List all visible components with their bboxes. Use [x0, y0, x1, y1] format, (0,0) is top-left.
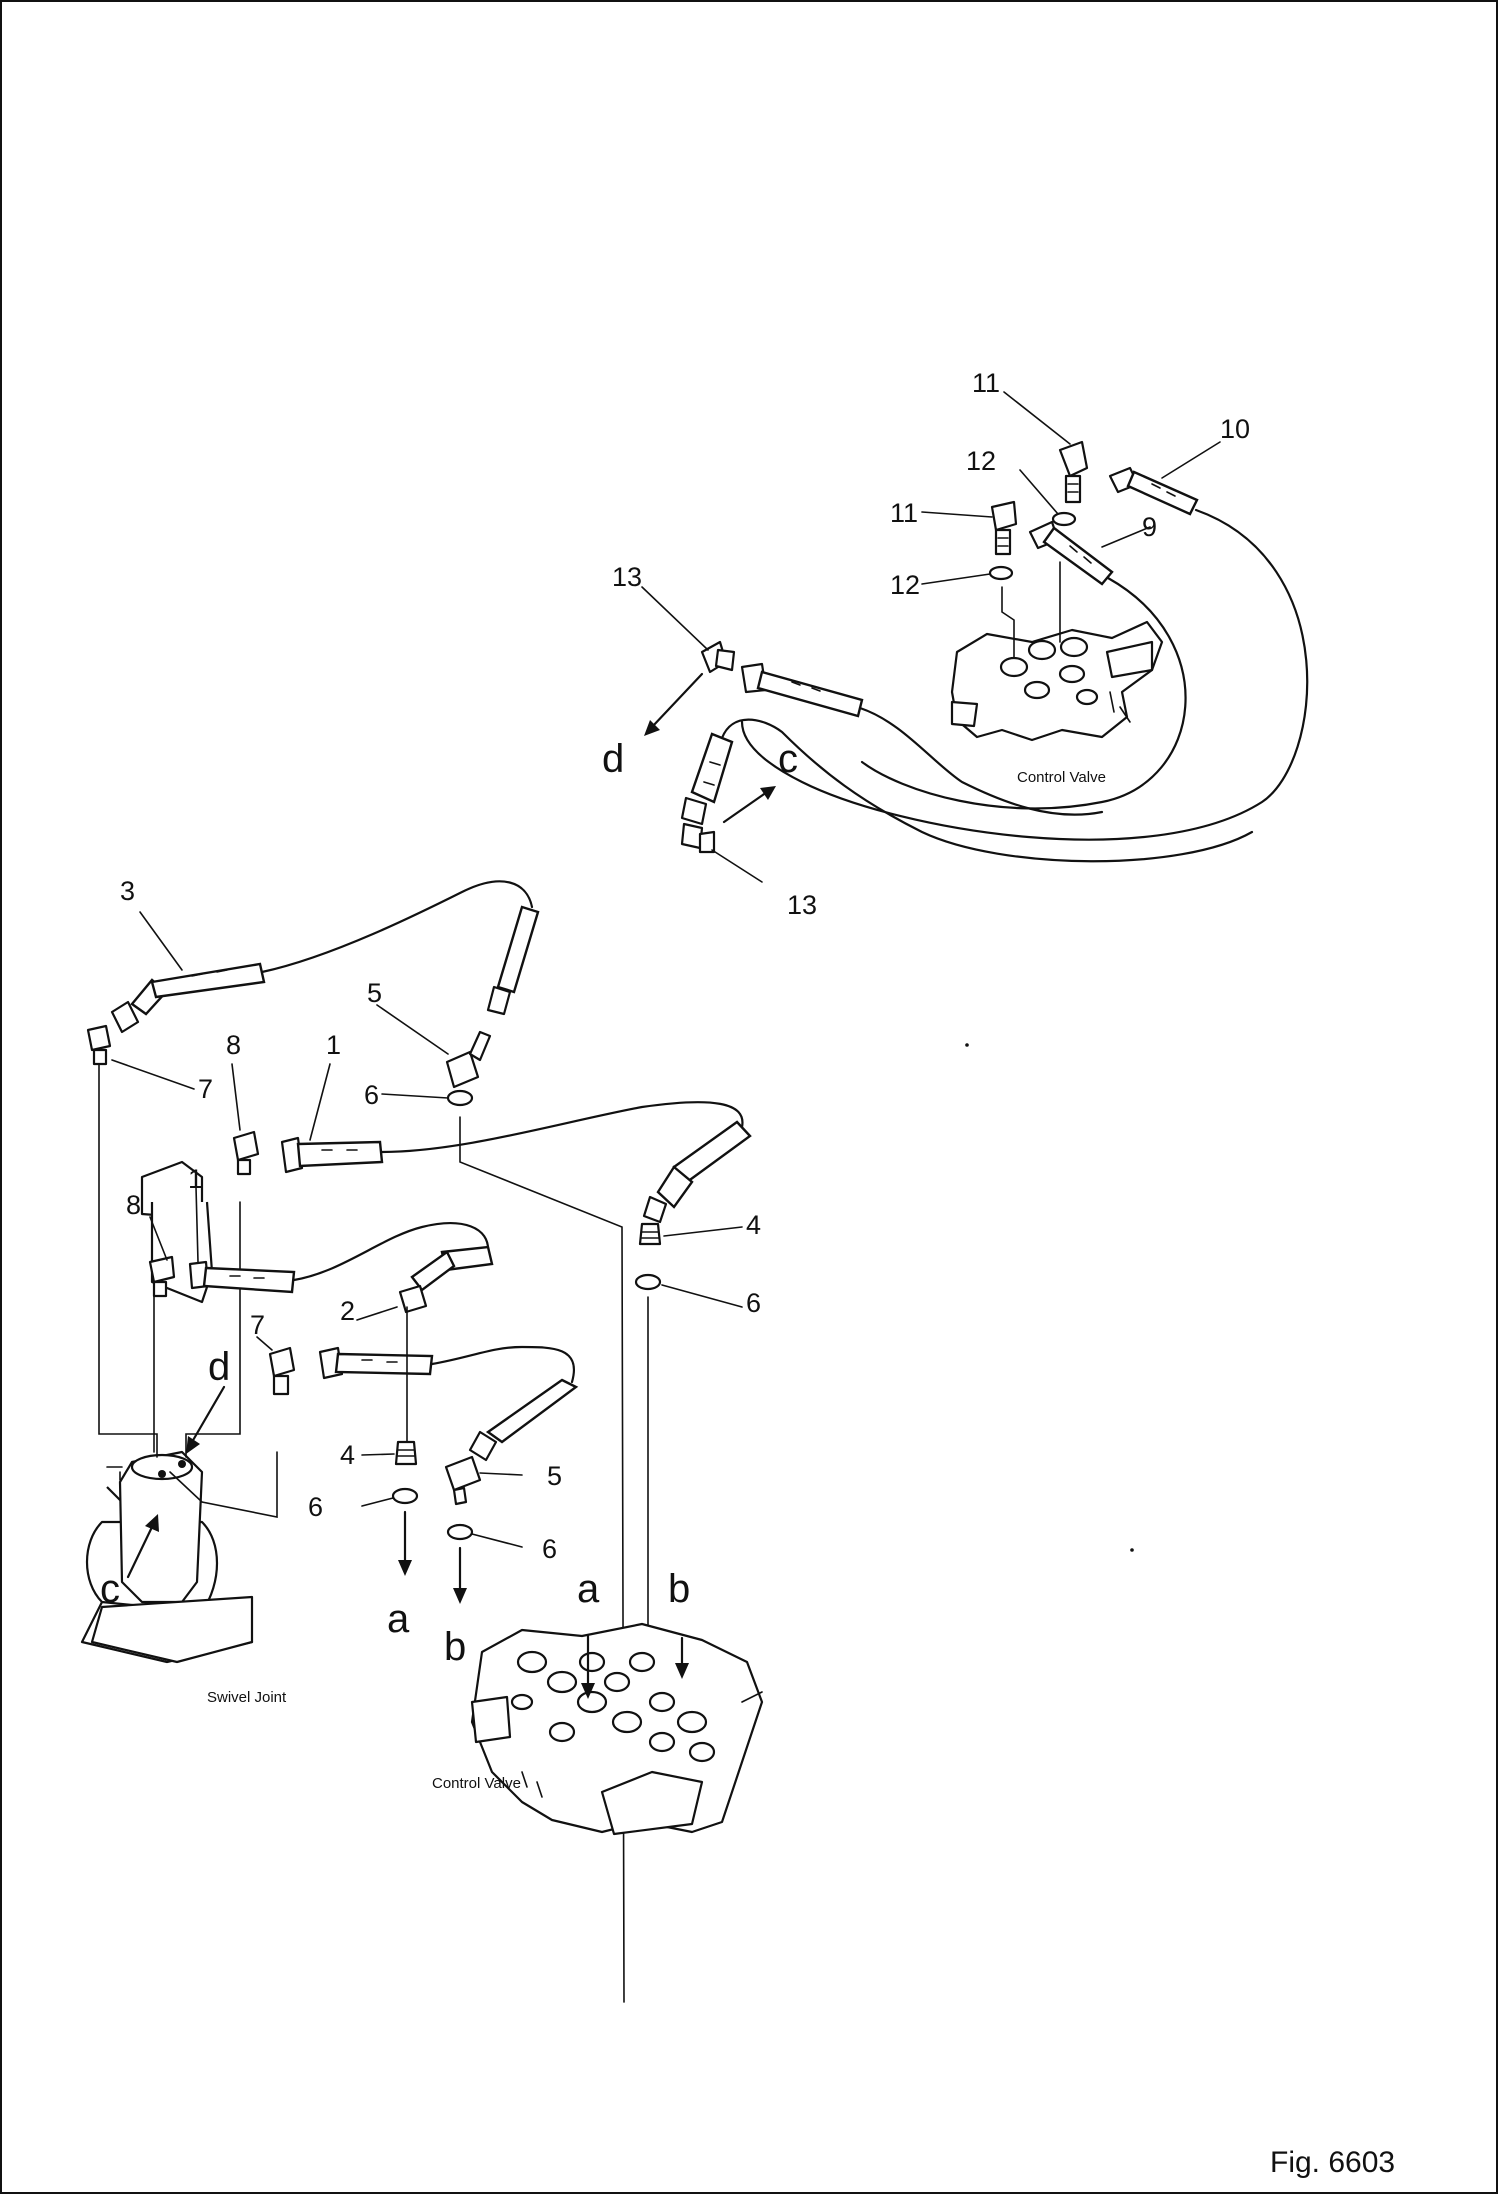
callout-1-lower: 1	[188, 1164, 203, 1194]
callout-7-upper: 7	[198, 1074, 213, 1104]
callout-6-left: 6	[308, 1492, 323, 1522]
callout-12-lower: 12	[890, 570, 920, 600]
callout-9: 9	[1142, 512, 1157, 542]
callout-8-lower: 8	[126, 1190, 141, 1220]
control-valve-upper	[950, 620, 1164, 742]
letter-b-lower: b	[444, 1625, 466, 1669]
callout-8-upper: 8	[226, 1030, 241, 1060]
callout-4-left: 4	[340, 1440, 355, 1470]
label-control-valve-top: Control Valve	[1017, 769, 1106, 786]
control-valve-lower	[470, 1622, 764, 1836]
part-13-elbow-upper	[700, 640, 736, 674]
part-12-oring-upper	[1051, 511, 1077, 527]
part-9-hose	[860, 520, 1187, 810]
letter-d-swivel: d	[208, 1345, 230, 1389]
part-10-hose	[740, 466, 1309, 841]
letter-c-upper: c	[778, 737, 798, 781]
callout-10: 10	[1220, 414, 1250, 444]
arrow-c-upper	[722, 790, 769, 824]
letter-b-valve: b	[668, 1567, 690, 1611]
part-6-oring-3	[391, 1487, 419, 1505]
part-13-elbow-lower	[680, 822, 716, 854]
part-1-hose-lower	[188, 1222, 490, 1294]
hose-c-line	[680, 718, 1254, 863]
part-6-oring-4	[446, 1523, 474, 1541]
part-7-elbow-lower	[268, 1346, 296, 1396]
callout-13-upper: 13	[612, 562, 642, 592]
arrow-d-upper	[650, 672, 704, 729]
part-12-oring-lower	[988, 565, 1014, 581]
callout-leaders	[111, 391, 1221, 1548]
part-4-fitting-left	[394, 1440, 418, 1466]
callout-1-upper: 1	[326, 1030, 341, 1060]
arrow-d-swivel	[190, 1385, 226, 1444]
part-4-fitting-right	[638, 1222, 662, 1246]
part-6-oring-1	[446, 1089, 474, 1107]
callout-11-lower: 11	[890, 498, 918, 528]
letter-a-lower: a	[387, 1597, 410, 1641]
callout-6-lower: 6	[542, 1534, 557, 1564]
part-11-elbow-lower	[990, 500, 1018, 556]
label-control-valve-bottom: Control Valve	[432, 1775, 521, 1792]
callout-7-lower: 7	[250, 1310, 265, 1340]
label-swivel-joint: Swivel Joint	[207, 1689, 287, 1706]
part-5-fitting-lower	[444, 1455, 482, 1506]
callout-5-lower: 5	[547, 1461, 562, 1491]
callout-5-upper: 5	[367, 978, 382, 1008]
callout-6-right: 6	[746, 1288, 761, 1318]
letter-a-valve: a	[577, 1567, 600, 1611]
part-3-hose	[110, 880, 540, 1034]
hose-d-line	[740, 662, 1104, 816]
callout-6-upper: 6	[364, 1080, 379, 1110]
callout-4-right: 4	[746, 1210, 761, 1240]
callout-12-upper: 12	[966, 446, 996, 476]
part-8-elbow-lower	[148, 1255, 176, 1298]
callout-2: 2	[340, 1296, 355, 1326]
part-5-fitting-upper	[445, 1030, 492, 1089]
part-1-hose-upper	[280, 1101, 752, 1224]
part-2-hose	[318, 1345, 579, 1462]
part-2-hose-upper-segment	[398, 1245, 494, 1314]
part-11-elbow-upper	[1058, 440, 1089, 504]
callout-3: 3	[120, 876, 135, 906]
callout-11-upper: 11	[972, 368, 1000, 398]
figure-number: Fig. 6603	[1270, 2146, 1395, 2179]
part-7-elbow-upper	[86, 1024, 112, 1066]
arrow-c-swivel	[126, 1525, 154, 1579]
callout-13-lower: 13	[787, 890, 817, 920]
letter-d-upper: d	[602, 737, 624, 781]
part-6-oring-2	[634, 1273, 662, 1291]
part-8-elbow-upper	[232, 1130, 260, 1176]
letter-c-swivel: c	[100, 1567, 120, 1611]
swivel-joint	[80, 1160, 254, 1664]
